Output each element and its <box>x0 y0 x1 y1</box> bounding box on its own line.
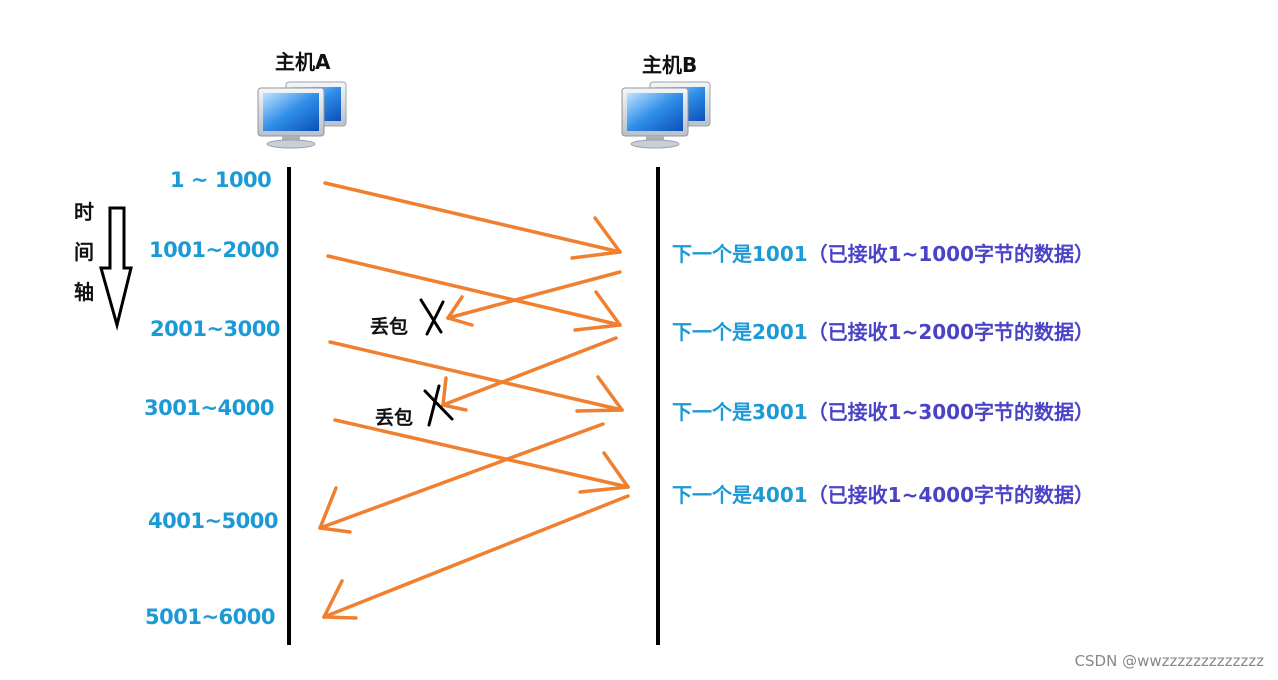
arrow-ack-1-lost <box>446 270 622 327</box>
host-a-label: 主机A <box>275 50 331 74</box>
time-axis-char-1: 时 <box>74 200 94 224</box>
loss-label-1: 丢包 <box>370 316 409 338</box>
time-axis-char-3: 轴 <box>74 280 94 304</box>
segment-label-3: 2001~3000 <box>150 317 281 341</box>
time-axis-arrow <box>99 206 133 331</box>
arrow-segment-1 <box>323 181 622 260</box>
ack-label-2: 下一个是2001（已接收1~2000字节的数据） <box>672 316 1094 345</box>
loss-x-mark-1 <box>419 298 445 336</box>
host-b-label: 主机B <box>642 53 698 77</box>
ack-detail-1: （已接收1~1000字节的数据） <box>807 242 1095 266</box>
segment-label-4: 3001~4000 <box>144 396 275 420</box>
arrow-segment-4 <box>333 418 630 494</box>
segment-label-1: 1 ~ 1000 <box>170 168 272 192</box>
loss-label-2: 丢包 <box>375 407 414 429</box>
arrow-segment-3 <box>328 340 624 413</box>
loss-x-mark-2 <box>423 384 454 427</box>
computer-icon-host-a <box>257 81 347 149</box>
arrow-segment-2 <box>326 254 622 332</box>
ack-detail-2: （已接收1~2000字节的数据） <box>807 320 1095 344</box>
arrow-ack-3 <box>318 422 605 534</box>
arrow-ack-4 <box>322 494 630 620</box>
computer-icon-host-b <box>621 81 711 149</box>
segment-label-5: 4001~5000 <box>148 509 279 533</box>
ack-label-1: 下一个是1001（已接收1~1000字节的数据） <box>672 238 1094 267</box>
time-axis-char-2: 间 <box>74 240 94 264</box>
segment-label-6: 5001~6000 <box>145 605 276 629</box>
ack-detail-4: （已接收1~4000字节的数据） <box>807 483 1095 507</box>
arrow-ack-2-lost <box>441 336 618 412</box>
ack-detail-3: （已接收1~3000字节的数据） <box>807 400 1095 424</box>
ack-next-3: 下一个是3001 <box>672 400 808 424</box>
watermark: CSDN @wwzzzzzzzzzzzzz <box>1074 652 1264 670</box>
ack-label-3: 下一个是3001（已接收1~3000字节的数据） <box>672 396 1094 425</box>
ack-next-4: 下一个是4001 <box>672 483 808 507</box>
ack-label-4: 下一个是4001（已接收1~4000字节的数据） <box>672 479 1094 508</box>
ack-next-1: 下一个是1001 <box>672 242 808 266</box>
ack-next-2: 下一个是2001 <box>672 320 808 344</box>
segment-label-2: 1001~2000 <box>149 238 280 262</box>
